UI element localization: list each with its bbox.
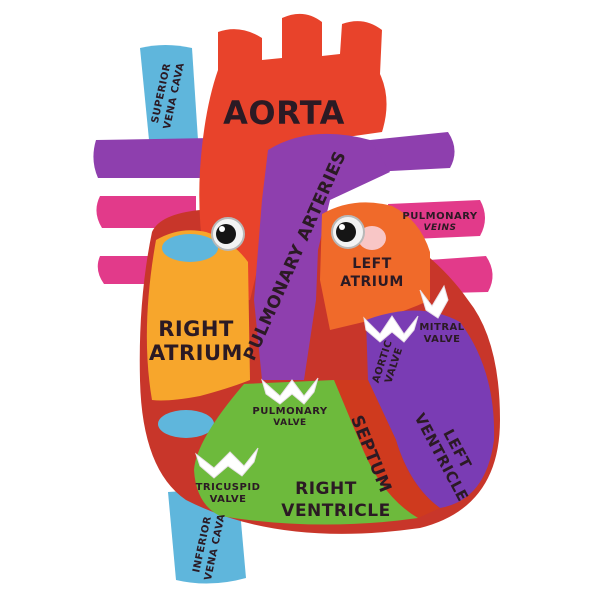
pulmonary-arteries xyxy=(254,133,390,380)
label-right-atrium-2: ATRIUM xyxy=(149,341,243,365)
right-atrium xyxy=(146,230,250,401)
left-purple-artery-branch xyxy=(93,138,212,178)
superior-vena-cava xyxy=(140,45,198,150)
label-tricuspid-valve-2: VALVE xyxy=(210,494,247,505)
label-left-atrium-2: ATRIUM xyxy=(340,274,404,290)
aortic-valve-shape xyxy=(363,315,419,343)
label-mitral-valve-2: VALVE xyxy=(424,334,461,345)
right-eye xyxy=(331,215,365,249)
right-ventricle xyxy=(194,380,418,525)
label-pulmonary-veins-1: PULMONARY xyxy=(402,211,478,222)
label-right-ventricle-2: VENTRICLE xyxy=(281,501,390,521)
septum xyxy=(334,380,440,518)
label-left-atrium-1: LEFT xyxy=(352,256,392,272)
left-pink-vein-bottom xyxy=(97,256,160,284)
mitral-valve-shape xyxy=(419,284,449,319)
label-right-atrium-1: RIGHT xyxy=(158,317,234,341)
label-aorta: AORTA xyxy=(223,94,345,132)
label-mitral-valve-1: MITRAL xyxy=(419,322,464,333)
left-ventricle xyxy=(366,310,495,508)
label-right-ventricle-1: RIGHT xyxy=(295,479,357,499)
tricuspid-valve-shape xyxy=(195,447,259,479)
label-tricuspid-valve-1: TRICUSPID xyxy=(196,482,261,493)
right-atrium-opening-bottom xyxy=(158,410,214,438)
right-atrium-opening-top xyxy=(162,234,218,262)
label-pulmonary-valve-1: PULMONARY xyxy=(252,406,328,417)
pulmonary-valve-shape xyxy=(261,377,319,405)
label-pulmonary-veins-2: VEINS xyxy=(424,223,457,233)
aorta xyxy=(199,13,387,300)
right-purple-artery-branch xyxy=(370,132,455,172)
label-pulmonary-valve-2: VALVE xyxy=(273,418,306,428)
left-eye xyxy=(211,217,245,251)
